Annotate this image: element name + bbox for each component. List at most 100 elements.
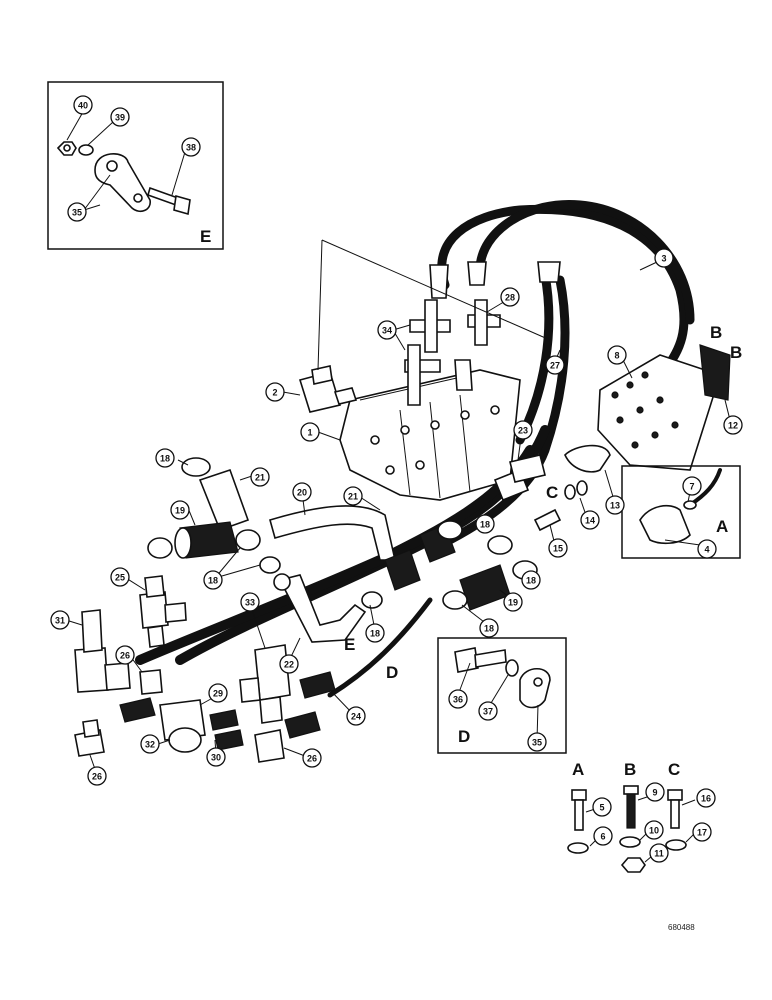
callout-number: 7: [689, 482, 694, 492]
hose-end-24b: [284, 711, 321, 739]
callout-circle: [649, 843, 669, 863]
callout-30: 30: [206, 747, 226, 767]
callout-circle: [365, 623, 385, 643]
callout-27: 27: [545, 355, 565, 375]
leader-38: [171, 151, 186, 196]
elbow-port: [333, 387, 358, 405]
callout-circle: [654, 248, 674, 268]
clamp-13: [564, 444, 611, 473]
callout-6: 6: [593, 826, 613, 846]
callout-10: 10: [644, 820, 664, 840]
callout-circle: [346, 706, 366, 726]
fitting-25: [139, 591, 169, 629]
control-valve-1: [339, 369, 521, 501]
hose-clamp-18-low: [259, 556, 281, 574]
hose-d: [327, 597, 433, 698]
callout-number: 17: [697, 828, 707, 838]
callout-circle: [723, 415, 743, 435]
valve-port: [370, 435, 380, 445]
callout-number: 36: [453, 695, 463, 705]
callout-number: 3: [661, 254, 666, 264]
callout-circle: [548, 538, 568, 558]
leader-18c2: [214, 564, 261, 579]
nut-11: [620, 857, 646, 873]
callout-number: 26: [92, 772, 102, 782]
callout-7: 7: [682, 476, 702, 496]
inset-d-panel: D: [437, 637, 567, 754]
clamp-35-inset-e: [94, 153, 151, 212]
callout-number: 18: [208, 576, 218, 586]
callout-26: 26: [115, 645, 135, 665]
callout-37: 37: [478, 701, 498, 721]
lockwasher-10: [619, 836, 641, 848]
leader-17: [685, 833, 695, 843]
callout-18: 18: [203, 570, 223, 590]
washer-7: [683, 500, 697, 510]
callout-18: 18: [365, 623, 385, 643]
valve-body: [339, 369, 521, 501]
letter-b-1: B: [710, 323, 722, 342]
motor-bolt: [651, 431, 659, 439]
callout-number: 38: [186, 143, 196, 153]
callout-29: 29: [208, 683, 228, 703]
callout-2: 2: [265, 382, 285, 402]
callout-circle: [343, 486, 363, 506]
hose-21-upper: [198, 468, 250, 532]
callout-number: 9: [652, 788, 657, 798]
callout-circle: [697, 539, 717, 559]
hose-3: [437, 204, 689, 375]
bolt-36: [474, 649, 507, 668]
inset-a-letter: A: [716, 517, 728, 536]
fitting-33-base: [259, 696, 283, 724]
lower-fittings: [74, 575, 336, 763]
clamp-35-inset-d: [519, 667, 551, 709]
callout-34: 34: [377, 320, 397, 340]
callout-number: 23: [518, 426, 528, 436]
inset-e-panel: E: [47, 81, 224, 250]
callout-number: 1: [307, 428, 312, 438]
elbow-26-mid: [139, 669, 163, 695]
callout-4: 4: [697, 539, 717, 559]
callout-number: 28: [505, 293, 515, 303]
leader-33: [249, 603, 266, 649]
callout-8: 8: [607, 345, 627, 365]
callout-39: 39: [110, 107, 130, 127]
bolt-5-head: [571, 789, 587, 801]
callout-circle: [448, 689, 468, 709]
callout-circle: [527, 732, 547, 752]
bolt-16: [670, 799, 680, 829]
callout-32: 32: [140, 734, 160, 754]
tee-34-upper-stem: [424, 299, 438, 353]
fitting-small: [454, 359, 473, 391]
callout-21: 21: [250, 467, 270, 487]
leader-16: [681, 799, 696, 806]
callout-number: 18: [370, 629, 380, 639]
elbow-26-right: [254, 729, 285, 763]
inset-e-frame: [47, 81, 224, 250]
callout-circle: [292, 482, 312, 502]
elbow-fitting-2: [298, 365, 358, 413]
callout-circle: [475, 514, 495, 534]
callout-3: 3: [654, 248, 674, 268]
callout-18: 18: [479, 618, 499, 638]
callout-number: 27: [550, 361, 560, 371]
callout-18: 18: [521, 570, 541, 590]
callout-circle: [644, 820, 664, 840]
callout-circle: [682, 476, 702, 496]
hose-3-second: [475, 199, 695, 325]
callout-number: 26: [307, 754, 317, 764]
callout-circle: [208, 683, 228, 703]
leader-40: [66, 111, 84, 141]
callout-1: 1: [300, 422, 320, 442]
callout-number: 19: [508, 598, 518, 608]
clamp-hole: [133, 193, 143, 203]
callout-23: 23: [513, 420, 533, 440]
callout-number: 26: [120, 651, 130, 661]
callout-circle: [645, 782, 665, 802]
tube-22: [278, 574, 367, 643]
callout-circle: [607, 345, 627, 365]
callout-circle: [302, 748, 322, 768]
callout-number: 18: [526, 576, 536, 586]
lockwasher-6: [567, 842, 589, 854]
callout-21: 21: [343, 486, 363, 506]
